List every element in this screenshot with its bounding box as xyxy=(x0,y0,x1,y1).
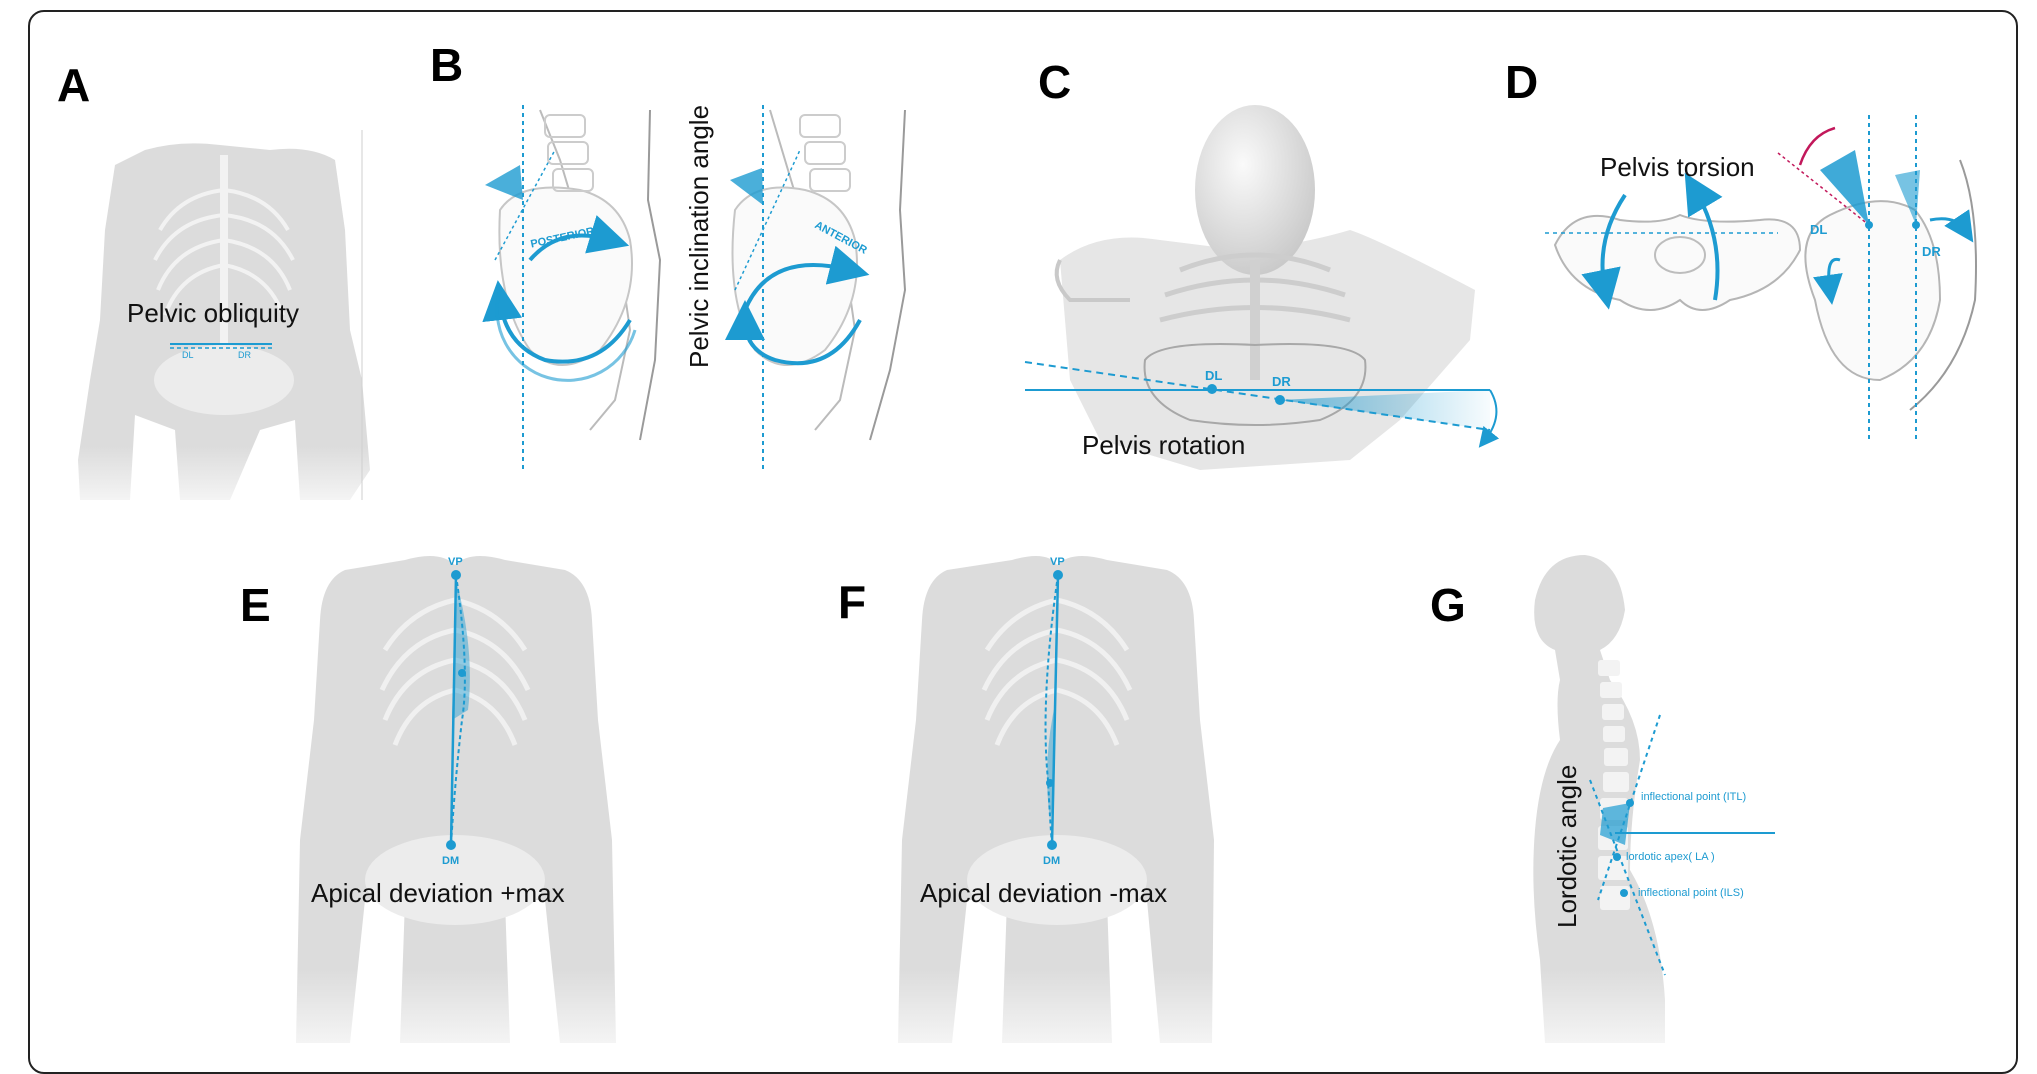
label-g-itl: inflectional point (ITL) xyxy=(1641,791,1746,803)
label-g-la: lordotic apex( LA ) xyxy=(1626,851,1715,863)
label-d-dr: DR xyxy=(1922,244,1941,259)
label-g-ils: inflectional point (ILS) xyxy=(1638,887,1744,899)
label-a-dr: DR xyxy=(238,350,251,360)
label-a-dl: DL xyxy=(182,350,194,360)
panel-letter-c: C xyxy=(1038,55,1071,109)
caption-pelvis-torsion: Pelvis torsion xyxy=(1600,152,1755,183)
panel-letter-f: F xyxy=(838,575,866,629)
panel-c-illustration xyxy=(1025,105,1496,470)
label-d-dl: DL xyxy=(1810,222,1827,237)
panel-e-illustration xyxy=(296,556,616,1043)
panel-letter-a: A xyxy=(57,58,90,112)
caption-apical-deviation-minus: Apical deviation -max xyxy=(920,878,1167,909)
label-e-dm: DM xyxy=(442,855,459,867)
label-f-dm: DM xyxy=(1043,855,1060,867)
caption-pelvic-inclination-angle: Pelvic inclination angle xyxy=(684,105,715,368)
label-c-dl: DL xyxy=(1205,368,1222,383)
caption-pelvic-obliquity: Pelvic obliquity xyxy=(127,298,299,329)
label-c-dr: DR xyxy=(1272,374,1291,389)
label-e-vp: VP xyxy=(448,556,463,568)
panel-letter-d: D xyxy=(1505,55,1538,109)
panel-letter-b: B xyxy=(430,38,463,92)
label-f-vp: VP xyxy=(1050,556,1065,568)
panel-letter-e: E xyxy=(240,578,271,632)
panel-letter-g: G xyxy=(1430,578,1466,632)
panel-f-illustration xyxy=(898,556,1214,1043)
caption-apical-deviation-plus: Apical deviation +max xyxy=(311,878,565,909)
caption-pelvis-rotation: Pelvis rotation xyxy=(1082,430,1245,461)
caption-lordotic-angle: Lordotic angle xyxy=(1552,765,1583,928)
